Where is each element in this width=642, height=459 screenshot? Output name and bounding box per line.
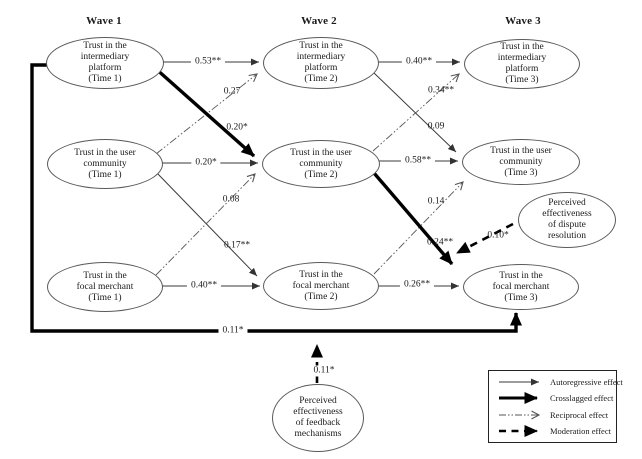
coef-community-t2-platform-t3: 0.34**	[427, 85, 455, 96]
node-trust-merchant-t2: Trust in the focal merchant (Time 2)	[263, 262, 379, 310]
legend-box: Autoregressive effect Crosslagged effect…	[488, 370, 623, 443]
coef-merchant-t2-t3: 0.26**	[399, 279, 435, 291]
coef-platform-t2-t3: 0.40**	[401, 56, 437, 68]
crosslagged-arrow-icon	[499, 392, 538, 404]
coef-merchant-t1-community-t2: 0.08	[222, 194, 240, 205]
node-trust-community-t3: Trust in the user community (Time 3)	[462, 139, 580, 185]
coef-platform-t2-community-t3: 0.09	[427, 121, 445, 132]
coef-community-t1-platform-t2: 0.27	[223, 86, 241, 97]
wave1-header: Wave 1	[86, 15, 122, 27]
legend-row-crosslagged: Crosslagged effect	[497, 391, 616, 405]
coef-merchant-t2-community-t3: 0.14	[427, 196, 445, 207]
legend-label-crosslagged: Crosslagged effect	[550, 393, 614, 403]
edge-crosslagged-community-t2-merchant-t3	[366, 164, 454, 266]
edge-moderation-dispute-resolution	[456, 222, 514, 255]
legend-label-autoregressive: Autoregressive effect	[550, 376, 623, 387]
edge-reciprocal-merchant-t1-community-t2	[155, 173, 256, 276]
edge-crosslagged-platform-t1-community-t2	[153, 66, 256, 158]
edge-crosslagged-platform-t1-merchant-t3-long	[30, 63, 522, 333]
wave3-header: Wave 3	[505, 15, 541, 27]
coef-community-t1-merchant-t2: 0.17**	[223, 240, 251, 251]
reciprocal-arrow-icon	[499, 410, 541, 419]
coef-community-t2-merchant-t3: 0.24**	[426, 237, 454, 248]
legend-row-moderation: Moderation effect	[497, 424, 616, 438]
coef-feedback-moderation: 0.11*	[309, 365, 339, 377]
legend-label-moderation: Moderation effect	[550, 426, 611, 436]
node-trust-merchant-t1: Trust in the focal merchant (Time 1)	[47, 262, 163, 312]
coef-platform-t1-t2: 0.53**	[190, 56, 226, 68]
node-dispute-resolution: Perceived effectiveness of dispute resol…	[518, 192, 616, 248]
legend-label-reciprocal: Reciprocal effect	[550, 409, 609, 420]
moderation-arrow-icon	[499, 425, 538, 437]
legend-row-autoregressive: Autoregressive effect	[497, 375, 623, 388]
node-feedback-mechanisms: Perceived effectiveness of feedback mech…	[272, 384, 364, 452]
coef-community-t2-t3: 0.58**	[400, 155, 436, 167]
node-trust-platform-t1: Trust in the intermediary platform (Time…	[46, 37, 164, 89]
coef-dispute-moderation: 0.10*	[487, 230, 509, 241]
coef-community-t1-t2: 0.20*	[191, 157, 221, 169]
node-trust-platform-t2: Trust in the intermediary platform (Time…	[263, 37, 379, 89]
coef-platform-t1-community-t2: 0.20*	[226, 122, 248, 133]
autoregressive-arrow-icon	[499, 378, 539, 385]
legend-row-reciprocal: Reciprocal effect	[497, 408, 616, 421]
edge-reciprocal-community-t2-platform-t3	[372, 73, 460, 152]
node-trust-merchant-t3: Trust in the focal merchant (Time 3)	[463, 264, 579, 310]
edge-crosslagged-platform-t2-community-t3	[372, 71, 457, 153]
coef-platform-t1-merchant-t3: 0.11*	[218, 325, 248, 337]
node-trust-community-t2: Trust in the user community (Time 2)	[262, 140, 380, 188]
wave2-header: Wave 2	[301, 15, 337, 27]
coef-merchant-t1-t2: 0.40**	[186, 280, 222, 292]
edge-reciprocal-merchant-t2-community-t3	[373, 181, 464, 275]
node-trust-community-t1: Trust in the user community (Time 1)	[47, 139, 163, 189]
node-trust-platform-t3: Trust in the intermediary platform (Time…	[464, 39, 580, 89]
